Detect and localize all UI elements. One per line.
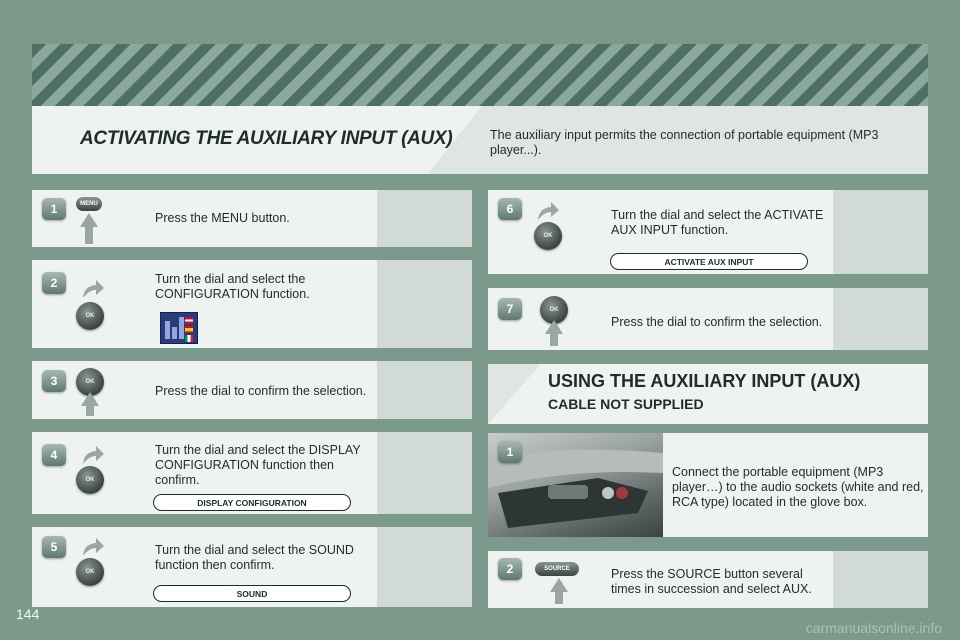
- press-arrow-icon: [81, 392, 99, 406]
- radio-unit-image: [833, 190, 928, 274]
- press-arrow-stem: [86, 402, 94, 416]
- step-number-badge: 1: [42, 198, 66, 220]
- step-text: Turn the dial and select the ACTIVATE AU…: [611, 208, 824, 237]
- ok-dial-icon: OK: [76, 558, 104, 586]
- menu-label-display-configuration: DISPLAY CONFIGURATION: [153, 494, 351, 511]
- menu-label-activate-aux-input: ACTIVATE AUX INPUT: [610, 253, 808, 270]
- configuration-icon: [160, 312, 198, 344]
- watermark: carmanualsonline.info: [805, 620, 942, 636]
- press-arrow-icon: [550, 578, 568, 592]
- step-card-2: [32, 260, 472, 348]
- step-text: Turn the dial and select the SOUND funct…: [155, 543, 354, 572]
- radio-unit-image: [377, 361, 472, 419]
- step-text: Turn the dial and select the DISPLAY CON…: [155, 443, 361, 487]
- press-arrow-icon: [545, 320, 563, 334]
- step-text: Press the dial to confirm the selection.: [611, 315, 823, 329]
- radio-unit-image: [377, 190, 472, 247]
- press-arrow-stem: [85, 226, 93, 244]
- step-number-badge: 1: [498, 441, 522, 463]
- radio-unit-image: [833, 288, 928, 350]
- step-text: Press the SOURCE button several times in…: [611, 567, 812, 596]
- step-card-3: [32, 361, 472, 419]
- rotate-arrow-icon: [83, 280, 104, 298]
- radio-unit-image: [377, 527, 472, 607]
- section-subtitle: CABLE NOT SUPPLIED: [548, 396, 704, 412]
- glove-box-photo: [488, 433, 663, 537]
- ok-dial-icon: OK: [76, 302, 104, 330]
- menu-button-icon: MENU: [76, 197, 102, 211]
- radio-unit-image: [377, 260, 472, 348]
- press-arrow-stem: [550, 332, 558, 346]
- source-button-icon: SOURCE: [535, 562, 579, 576]
- step-number-badge: 2: [498, 558, 522, 580]
- radio-unit-image: [833, 551, 928, 608]
- rotate-arrow-icon: [538, 202, 559, 220]
- step-card-1: [32, 190, 472, 247]
- header-title-panel: [32, 106, 482, 174]
- ok-dial-icon: OK: [76, 368, 104, 396]
- step-text: Press the dial to confirm the selection.: [155, 384, 367, 398]
- ok-dial-icon: OK: [540, 296, 568, 324]
- step-number-badge: 4: [42, 444, 66, 466]
- rotate-arrow-icon: [83, 538, 104, 556]
- step-number-badge: 7: [498, 298, 522, 320]
- page-title: ACTIVATING THE AUXILIARY INPUT (AUX): [80, 128, 453, 149]
- radio-unit-image: [377, 432, 472, 514]
- step-text: Turn the dial and select the CONFIGURATI…: [155, 272, 310, 301]
- menu-label-sound: SOUND: [153, 585, 351, 602]
- section-header-panel-inner: [488, 364, 928, 424]
- step-text: Press the MENU button.: [155, 211, 290, 225]
- section-title: USING THE AUXILIARY INPUT (AUX): [548, 371, 861, 391]
- press-arrow-icon: [80, 213, 98, 227]
- decorative-stripe-band: [32, 44, 928, 106]
- step-number-badge: 5: [42, 536, 66, 558]
- rotate-arrow-icon: [83, 446, 104, 464]
- intro-text: The auxiliary input permits the connecti…: [490, 128, 879, 157]
- page-number: 144: [16, 606, 40, 622]
- press-arrow-stem: [555, 590, 563, 604]
- ok-dial-icon: OK: [76, 466, 104, 494]
- ok-dial-icon: OK: [534, 222, 562, 250]
- step-number-badge: 6: [498, 198, 522, 220]
- step-number-badge: 3: [42, 370, 66, 392]
- step-number-badge: 2: [42, 272, 66, 294]
- step-text: Connect the portable equipment (MP3 play…: [672, 465, 924, 509]
